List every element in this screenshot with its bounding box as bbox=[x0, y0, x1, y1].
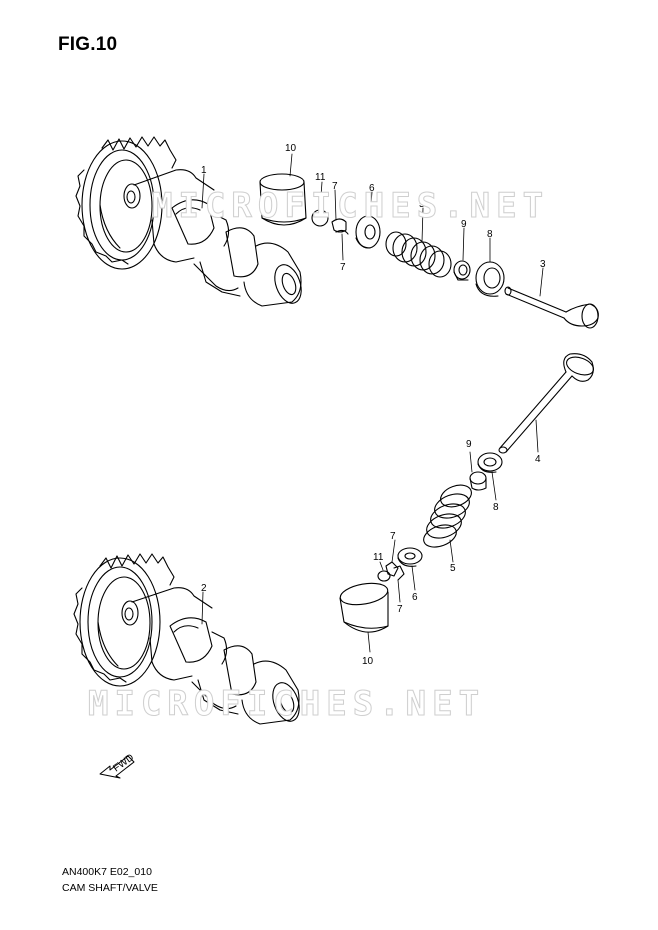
camshaft-2-sprocket bbox=[73, 553, 175, 687]
part-label-8-top: 8 bbox=[487, 229, 493, 240]
spring-seat-8-top bbox=[475, 261, 505, 297]
part-label-6-top: 6 bbox=[369, 183, 375, 194]
figure-model-code: AN400K7 E02_010 bbox=[62, 866, 152, 878]
part-label-7-bottom-a: 7 bbox=[390, 531, 396, 542]
cotters-7-top bbox=[331, 218, 349, 235]
spring-5-bottom bbox=[423, 484, 472, 548]
valve-4-intake bbox=[498, 353, 594, 454]
tappet-10-bottom bbox=[339, 582, 389, 633]
part-label-7-bottom-b: 7 bbox=[397, 604, 403, 615]
stem-seal-9-top bbox=[453, 260, 471, 281]
part-label-6-bottom: 6 bbox=[412, 592, 418, 603]
camshaft-1-journal-end bbox=[123, 183, 141, 209]
watermark-top: MICROFICHES.NET bbox=[151, 186, 550, 227]
part-label-5-top: 5 bbox=[419, 199, 425, 210]
shim-11-bottom bbox=[377, 570, 391, 582]
camshaft-1-shaft-top bbox=[133, 169, 215, 191]
figure-name: CAM SHAFT/VALVE bbox=[62, 882, 158, 894]
part-label-4: 4 bbox=[535, 454, 541, 465]
camshaft-2-drawing bbox=[73, 553, 300, 725]
part-label-10-bottom: 10 bbox=[362, 656, 374, 667]
part-label-11-bottom: 11 bbox=[373, 552, 384, 563]
watermark-bottom: MICROFICHES.NET bbox=[87, 684, 486, 725]
leader-lines bbox=[201, 153, 544, 653]
part-label-7-top-b: 7 bbox=[340, 262, 346, 273]
retainer-6-top bbox=[355, 215, 381, 249]
part-label-9-top: 9 bbox=[461, 219, 467, 230]
camshaft-1-drawing bbox=[75, 136, 302, 307]
forward-arrow-icon bbox=[99, 755, 135, 779]
camshaft-1-lobe bbox=[171, 199, 215, 245]
part-label-1: 1 bbox=[201, 165, 207, 176]
part-label-8-bottom: 8 bbox=[493, 502, 499, 513]
part-label-3: 3 bbox=[540, 259, 546, 270]
forward-arrow-label: FWD bbox=[111, 752, 136, 774]
part-label-2: 2 bbox=[201, 583, 207, 594]
stem-seal-9-bottom bbox=[469, 471, 487, 491]
camshaft-1-end-bore bbox=[274, 264, 302, 304]
part-label-5-bottom: 5 bbox=[450, 563, 456, 574]
spring-5-top bbox=[385, 231, 452, 278]
spring-seat-8-bottom bbox=[477, 452, 503, 473]
tappet-10-top bbox=[259, 173, 307, 226]
figure-title: FIG.10 bbox=[58, 34, 118, 55]
retainer-6-bottom bbox=[397, 547, 423, 567]
part-label-9-bottom: 9 bbox=[466, 439, 472, 450]
part-label-11-top: 11 bbox=[315, 172, 326, 183]
part-label-7-top-a: 7 bbox=[332, 181, 338, 192]
cotters-7-bottom bbox=[385, 561, 405, 581]
camshaft-1-sprocket bbox=[75, 136, 177, 270]
part-label-10-top: 10 bbox=[285, 143, 297, 154]
valve-3-exhaust bbox=[504, 286, 599, 329]
